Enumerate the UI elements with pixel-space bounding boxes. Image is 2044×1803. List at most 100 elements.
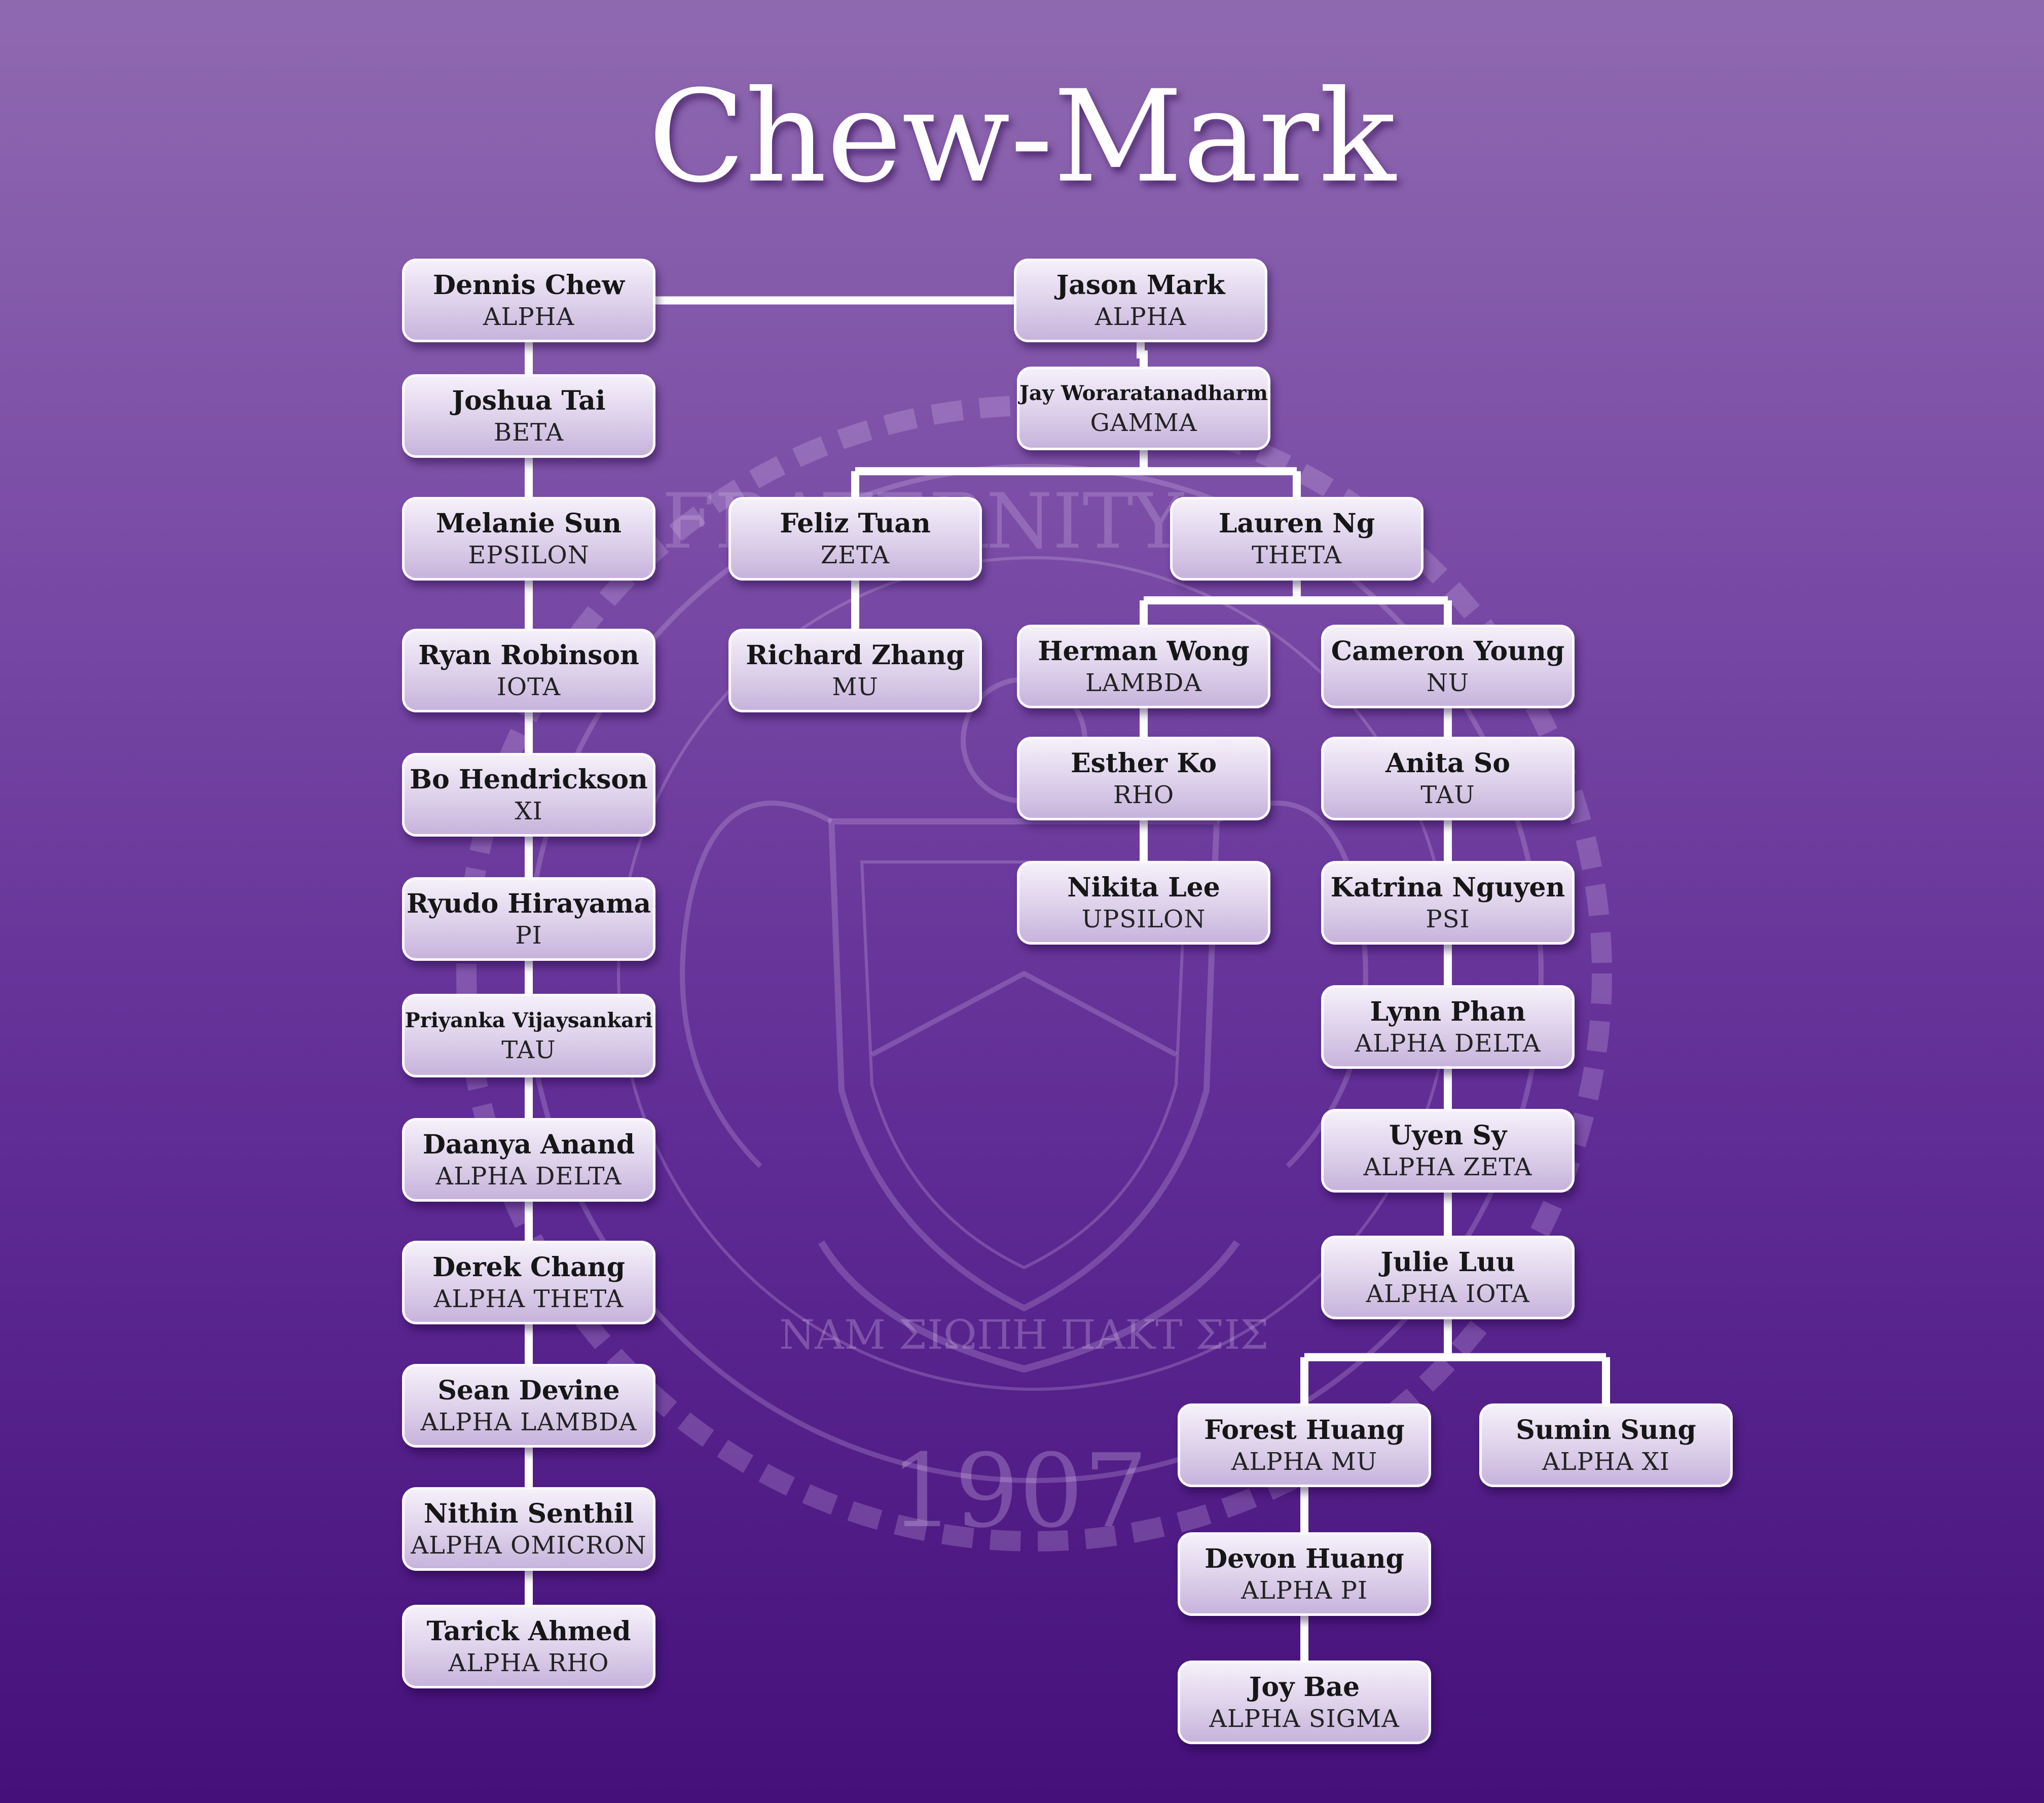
lineage-connector: [1137, 342, 1148, 367]
member-chapter: MU: [832, 672, 879, 701]
member-chapter: ALPHA MU: [1231, 1447, 1378, 1476]
member-chapter: ALPHA: [1094, 302, 1187, 331]
crest-shield-inner: [860, 860, 1188, 1270]
member-name: Feliz Tuan: [780, 508, 931, 539]
member-name: Daanya Anand: [422, 1129, 635, 1160]
member-name: Joy Bae: [1249, 1671, 1360, 1703]
member-name: Esther Ko: [1070, 747, 1217, 779]
seal-year: 1907: [890, 1432, 1148, 1550]
member-name: Jay Woraratanadharm: [1019, 381, 1268, 405]
member-chapter: ALPHA PI: [1241, 1576, 1368, 1605]
member-chapter: ALPHA: [483, 302, 575, 331]
member-name: Ryudo Hirayama: [406, 888, 651, 919]
member-chapter: ALPHA LAMBDA: [420, 1408, 637, 1436]
member-chapter: ALPHA IOTA: [1366, 1279, 1530, 1308]
mantle-left: [680, 801, 833, 1168]
member-chapter: ZETA: [820, 540, 890, 569]
member-name: Derek Chang: [432, 1251, 625, 1283]
page-title: Chew-Mark: [648, 63, 1396, 210]
member-chapter: BETA: [493, 418, 564, 447]
member-chapter: UPSILON: [1081, 905, 1206, 933]
member-name: Julie Luu: [1380, 1246, 1515, 1278]
member-name: Cameron Young: [1331, 635, 1565, 667]
member-chapter: ALPHA RHO: [448, 1648, 609, 1677]
member-chapter: TAU: [501, 1035, 556, 1064]
member-name: Richard Zhang: [746, 639, 965, 671]
member-name: Lynn Phan: [1370, 996, 1526, 1027]
crest-chevron: [870, 970, 1178, 1057]
member-name: Ryan Robinson: [418, 639, 639, 671]
member-chapter: ALPHA ZETA: [1363, 1152, 1532, 1181]
member-name: Katrina Nguyen: [1330, 872, 1565, 903]
member-name: Forest Huang: [1204, 1414, 1405, 1446]
member-name: Melanie Sun: [435, 508, 622, 539]
member-chapter: EPSILON: [468, 540, 590, 569]
member-chapter: TAU: [1420, 780, 1475, 809]
member-chapter: NU: [1426, 668, 1470, 697]
member-chapter: ALPHA DELTA: [435, 1162, 622, 1191]
member-name: Nithin Senthil: [423, 1498, 634, 1529]
member-name: Priyanka Vijaysankari: [405, 1008, 653, 1032]
member-name: Bo Hendrickson: [410, 764, 648, 795]
member-name: Lauren Ng: [1218, 508, 1375, 539]
member-chapter: ALPHA SIGMA: [1209, 1704, 1400, 1733]
member-chapter: ALPHA XI: [1542, 1447, 1670, 1476]
member-chapter: THETA: [1252, 540, 1342, 569]
member-name: Devon Huang: [1204, 1543, 1404, 1574]
member-name: Dennis Chew: [433, 269, 625, 301]
motto-ribbon: [818, 1240, 1240, 1373]
member-chapter: ALPHA THETA: [433, 1284, 624, 1313]
member-name: Sumin Sung: [1516, 1414, 1696, 1446]
member-chapter: IOTA: [496, 672, 561, 701]
member-chapter: XI: [515, 797, 543, 825]
member-chapter: RHO: [1113, 780, 1175, 809]
member-chapter: PSI: [1426, 905, 1470, 933]
member-chapter: ALPHA DELTA: [1355, 1029, 1541, 1058]
member-chapter: PI: [515, 921, 542, 950]
member-chapter: ALPHA OMICRON: [411, 1531, 647, 1560]
member-chapter: LAMBDA: [1085, 668, 1202, 697]
crest-shield: [828, 818, 1220, 1312]
member-chapter: GAMMA: [1090, 408, 1197, 437]
seal-motto: ΝΑΜ ΣΙΩΠΗ ΠΑΚΤ ΣΙΣ: [779, 1311, 1268, 1358]
member-name: Anita So: [1385, 747, 1510, 779]
member-name: Nikita Lee: [1067, 872, 1220, 903]
member-name: Jason Mark: [1056, 269, 1225, 301]
member-name: Herman Wong: [1038, 635, 1250, 667]
member-name: Joshua Tai: [452, 385, 606, 416]
member-name: Uyen Sy: [1389, 1120, 1507, 1151]
member-name: Sean Devine: [437, 1375, 620, 1406]
member-name: Tarick Ahmed: [426, 1615, 631, 1647]
